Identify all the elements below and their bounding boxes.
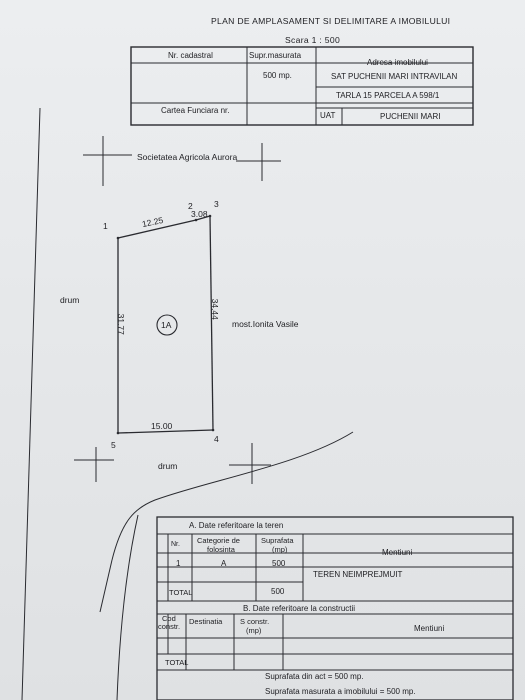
table-a-col-nr: Nr. <box>171 541 180 548</box>
document-title: PLAN DE AMPLASAMENT SI DELIMITARE A IMOB… <box>211 16 451 26</box>
neighbor-east-label: most.Ionita Vasile <box>232 319 299 329</box>
table-a-col-suprafata-1: Suprafata <box>261 536 294 545</box>
dimension-5-1: 31.77 <box>115 313 126 335</box>
table-a-row-suprafata: 500 <box>272 559 286 568</box>
bottom-table-grid <box>156 516 514 700</box>
dimension-4-5: 15.00 <box>151 421 173 431</box>
supr-masurata-value: 500 mp. <box>263 71 292 80</box>
carte-funciara-label: Cartea Funciara nr. <box>161 106 230 115</box>
point-label-1: 1 <box>103 221 108 231</box>
adresa-line-1: SAT PUCHENII MARI INTRAVILAN <box>331 72 458 81</box>
grid-cross-north <box>83 136 281 186</box>
point-label-4: 4 <box>214 434 219 444</box>
dimension-2-3: 3.08 <box>191 209 208 219</box>
supr-masurata-label: Supr.masurata <box>249 51 302 60</box>
road-west-label: drum <box>60 295 80 305</box>
adresa-line-2: TARLA 15 PARCELA A 598/1 <box>336 91 440 100</box>
point-label-5: 5 <box>111 440 116 450</box>
table-a-title: A. Date referitoare la teren <box>189 521 284 530</box>
table-a-col-categorie-2: folosinta <box>207 545 235 554</box>
parcel-id-label: 1A <box>161 320 172 330</box>
table-b-col-destinatia: Destinatia <box>189 617 223 626</box>
table-a-col-mentiuni: Mentiuni <box>382 548 413 557</box>
dimension-3-4: 34.44 <box>209 298 220 320</box>
table-a-row-mentiuni: TEREN NEIMPREJMUIT <box>313 570 403 579</box>
uat-value: PUCHENII MARI <box>380 112 441 121</box>
scale-label: Scara 1 : 500 <box>285 35 341 45</box>
table-b-total-label: TOTAL <box>165 658 189 667</box>
nr-cadastral-label: Nr. cadastral <box>168 51 213 60</box>
grid-cross-south <box>74 443 271 484</box>
table-b-col-s-constr-2: (mp) <box>246 626 262 635</box>
point-label-3: 3 <box>214 199 219 209</box>
parcel-outline <box>117 215 214 434</box>
table-b-title: B. Date referitoare la constructii <box>243 604 356 613</box>
neighbor-north-label: Societatea Agricola Aurora <box>137 152 238 162</box>
table-b-col-cod-1: Cod <box>162 614 176 623</box>
table-a-total-label: TOTAL <box>169 588 193 597</box>
table-a-col-suprafata-2: (mp) <box>272 545 288 554</box>
suprafata-din-act: Suprafata din act = 500 mp. <box>265 672 364 681</box>
adresa-label: Adresa imobilului <box>367 58 428 67</box>
point-label-2: 2 <box>188 201 193 211</box>
uat-label: UAT <box>320 111 336 120</box>
suprafata-masurata: Suprafata masurata a imobilului = 500 mp… <box>265 687 416 696</box>
table-a-col-categorie-1: Categorie de <box>197 536 240 545</box>
table-a-row-categorie: A <box>221 559 227 568</box>
road-south-label: drum <box>158 461 178 471</box>
table-b-col-s-constr-1: S constr. <box>240 617 270 626</box>
road-line-south <box>111 431 354 561</box>
road-line-west <box>21 107 41 700</box>
table-a-total-value: 500 <box>271 587 285 596</box>
table-b-col-mentiuni: Mentiuni <box>414 624 445 633</box>
parcel-id-circle <box>156 314 178 336</box>
table-a-row-nr: 1 <box>176 559 181 568</box>
top-table-grid <box>130 46 474 126</box>
table-b-col-cod-2: constr. <box>158 622 181 631</box>
